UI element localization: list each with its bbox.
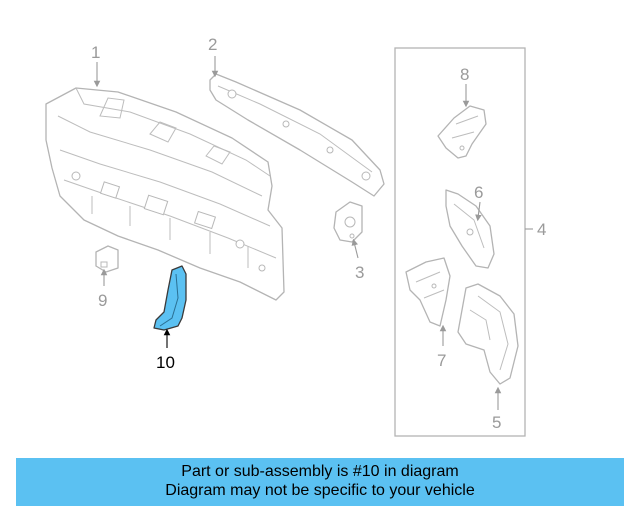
callout-5: 5	[492, 413, 501, 432]
callout-6: 6	[474, 183, 483, 202]
upper-bracket-part	[437, 105, 487, 159]
leader-3	[351, 238, 359, 259]
lower-bracket-part	[405, 257, 451, 327]
small-bracket-part	[333, 201, 363, 243]
rear-body-panel-part	[45, 87, 285, 301]
callout-8: 8	[460, 65, 469, 84]
upper-rail-part	[209, 73, 385, 197]
quarter-panel-extension-part	[457, 283, 519, 385]
quarter-inner-part	[445, 189, 495, 269]
callout-4: 4	[537, 220, 546, 239]
callout-2: 2	[208, 35, 217, 54]
banner-line-disclaimer: Diagram may not be specific to your vehi…	[165, 482, 475, 499]
callout-9: 9	[98, 291, 107, 310]
assembly-group-box	[394, 47, 526, 437]
banner-line-part: Part or sub-assembly is #10 in diagram	[181, 463, 459, 480]
callout-7: 7	[437, 351, 446, 370]
leader-6	[475, 201, 482, 222]
part-info-banner: Part or sub-assembly is #10 in diagram D…	[16, 458, 624, 506]
callout-3: 3	[355, 263, 364, 282]
callout-10: 10	[156, 353, 175, 372]
reinforcement-part-highlighted	[153, 265, 187, 331]
clip-part	[95, 245, 119, 273]
callout-1: 1	[91, 43, 100, 62]
